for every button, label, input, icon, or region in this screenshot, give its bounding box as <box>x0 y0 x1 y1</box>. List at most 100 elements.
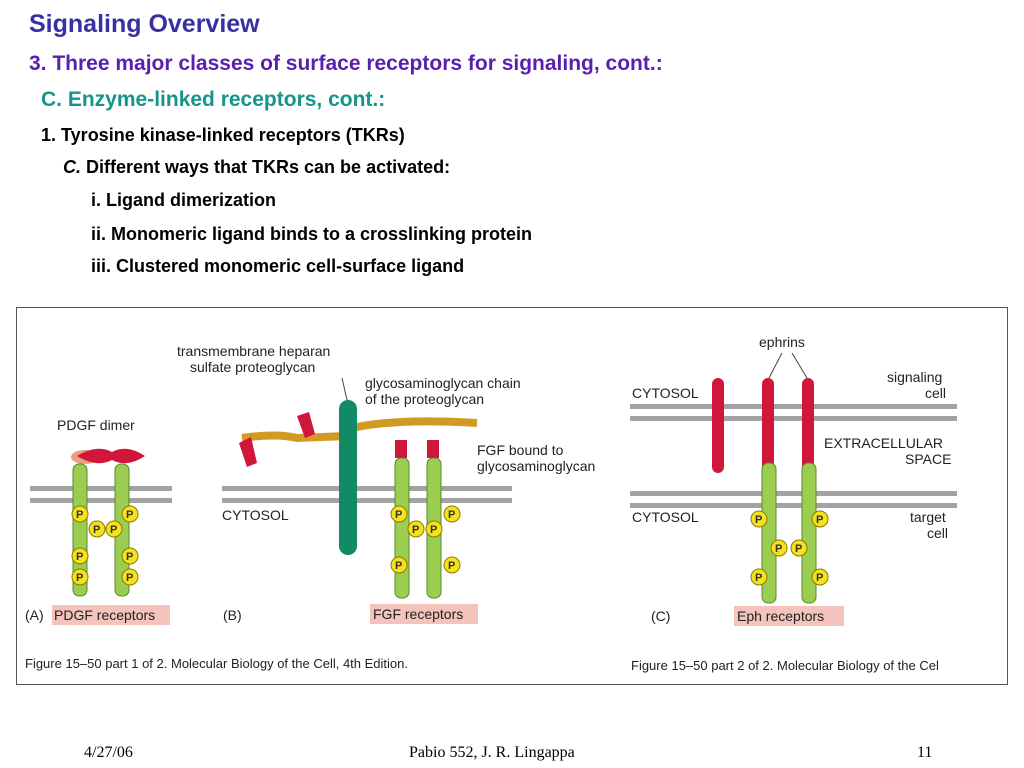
ephrin-2 <box>762 378 774 473</box>
fgf-ligand-1 <box>239 437 257 467</box>
pdgf-dimer-label: PDGF dimer <box>57 417 135 433</box>
fgf-receptor-label-box <box>370 604 478 624</box>
phospho-circle <box>750 568 768 586</box>
extracellular-label-line2: SPACE <box>905 451 951 467</box>
phospho-circle <box>71 547 89 565</box>
extracellular-label-line1: EXTRACELLULAR <box>824 435 943 451</box>
bullet-clustered-ligand: iii. Clustered monomeric cell-surface li… <box>91 256 465 276</box>
phospho-circle <box>425 520 443 538</box>
phospho-circle <box>121 505 139 523</box>
pdgf-receptors-label: PDGF receptors <box>54 607 155 623</box>
heparan-pointer <box>341 377 348 401</box>
figure-drawing: PDGF dimer PDGF receptors (A) transmembr… <box>25 334 957 673</box>
panel-b-cytosol-label: CYTOSOL <box>222 507 289 523</box>
phospho-label: P <box>126 509 133 521</box>
eph-receptor-right <box>801 462 817 604</box>
panel-c-tag: (C) <box>651 608 670 624</box>
ephrins-pointer-right <box>791 352 808 379</box>
eph-receptor-left <box>761 462 777 604</box>
phospho-circle <box>390 556 408 574</box>
phospho-label: P <box>412 524 419 536</box>
panel-b: transmembrane heparan sulfate proteoglyc… <box>177 343 595 624</box>
fgf-ligand-4 <box>427 440 439 458</box>
fgf-bound-label-line1: FGF bound to <box>477 442 564 458</box>
heading-activation-letter: C. <box>63 157 81 177</box>
panel-c-cytosol-bottom-label: CYTOSOL <box>632 509 699 525</box>
heparan-label-line2: sulfate proteoglycan <box>190 359 315 375</box>
ephrin-1 <box>712 378 724 473</box>
target-cell-label-line2: cell <box>927 525 948 541</box>
ephrin-3 <box>802 378 814 473</box>
phospho-circle <box>390 505 408 523</box>
fgf-ligand-3 <box>395 440 407 458</box>
phospho-label: P <box>76 551 83 563</box>
phospho-group-b: P P P P P P <box>390 505 461 574</box>
phospho-circle <box>407 520 425 538</box>
phospho-circle <box>88 520 106 538</box>
ephrins-pointer-left <box>768 352 783 379</box>
chain-label-line2: of the proteoglycan <box>365 391 484 407</box>
chain-label-line1: glycosaminoglycan chain <box>365 375 521 391</box>
ephrins-label: ephrins <box>759 334 805 350</box>
phospho-circle <box>105 520 123 538</box>
bullet-crosslinking-protein: ii. Monomeric ligand binds to a crosslin… <box>91 224 533 244</box>
membrane-a-inner <box>30 498 172 503</box>
caption-right: Figure 15–50 part 2 of 2. Molecular Biol… <box>631 658 939 673</box>
phospho-label: P <box>110 524 117 536</box>
panel-b-tag: (B) <box>223 607 242 623</box>
phospho-circle <box>71 568 89 586</box>
phospho-label: P <box>76 509 83 521</box>
bullet-ligand-dimerization: i. Ligand dimerization <box>91 190 277 210</box>
phospho-label: P <box>755 572 762 584</box>
fgf-ligand-2 <box>297 412 315 438</box>
membrane-c-top-outer <box>630 404 957 409</box>
phospho-group-c: P P P P P P <box>750 510 829 586</box>
footer-course: Pabio 552, J. R. Lingappa <box>409 744 575 761</box>
eph-receptors-label: Eph receptors <box>737 608 824 624</box>
phospho-label: P <box>448 509 455 521</box>
phospho-label: P <box>816 572 823 584</box>
phospho-label: P <box>430 524 437 536</box>
phospho-label: P <box>126 551 133 563</box>
membranes <box>30 404 957 508</box>
phospho-circle <box>811 568 829 586</box>
heparan-proteoglycan <box>339 400 357 555</box>
phospho-circle <box>770 539 788 557</box>
membrane-b-outer <box>222 486 512 491</box>
phospho-circle <box>443 505 461 523</box>
phospho-label: P <box>395 560 402 572</box>
phospho-label: P <box>795 543 802 555</box>
heading-activation: C. Different ways that TKRs can be activ… <box>63 157 450 178</box>
phospho-label: P <box>448 560 455 572</box>
phospho-label: P <box>395 509 402 521</box>
fgf-receptors-label: FGF receptors <box>373 606 463 622</box>
membrane-c-top-inner <box>630 416 957 421</box>
caption-left: Figure 15–50 part 1 of 2. Molecular Biol… <box>25 656 408 671</box>
pdgf-receptor-label-box <box>52 605 170 625</box>
footer-date: 4/27/06 <box>84 744 133 761</box>
panel-a-tag: (A) <box>25 607 44 623</box>
phospho-circle <box>811 510 829 528</box>
heading-enzyme-linked: C. Enzyme-linked receptors, cont.: <box>41 88 386 111</box>
heading-surface-receptors: 3. Three major classes of surface recept… <box>29 52 663 75</box>
signaling-cell-label-line2: cell <box>925 385 946 401</box>
phospho-label: P <box>93 524 100 536</box>
phospho-label: P <box>755 514 762 526</box>
membrane-b-inner <box>222 498 512 503</box>
target-cell-label-line1: target <box>910 509 946 525</box>
heading-activation-text: Different ways that TKRs can be activate… <box>81 157 451 177</box>
membrane-c-bottom-inner <box>630 503 957 508</box>
phospho-circle <box>121 547 139 565</box>
heparan-label-line1: transmembrane heparan <box>177 343 330 359</box>
panel-c: ephrins CYTOSOL signaling cell EXTRACELL… <box>632 334 951 626</box>
phospho-group-a: P P P P P P P P <box>71 505 139 586</box>
footer-page-number: 11 <box>917 744 933 761</box>
phospho-label: P <box>76 572 83 584</box>
phospho-circle <box>790 539 808 557</box>
phospho-label: P <box>126 572 133 584</box>
glycosaminoglycan-chain-right <box>351 417 478 432</box>
fgf-bound-label-line2: glycosaminoglycan <box>477 458 595 474</box>
slide-title: Signaling Overview <box>29 10 260 38</box>
glycosaminoglycan-chain-left <box>241 431 348 443</box>
phospho-circle <box>121 568 139 586</box>
